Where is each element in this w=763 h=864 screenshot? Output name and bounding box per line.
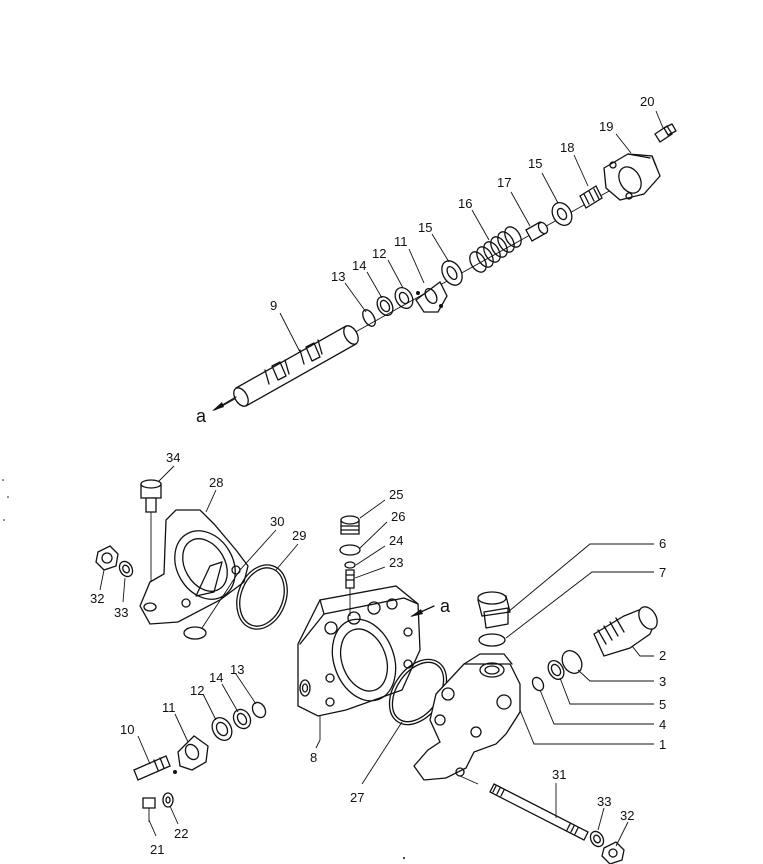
backup-ring-part-14-lower (232, 708, 252, 730)
stopper-part-17 (525, 221, 549, 242)
callout-12-upper: 12 (372, 246, 386, 261)
callout-18: 18 (560, 140, 574, 155)
callout-13-lower: 13 (230, 662, 244, 677)
callout-28: 28 (209, 475, 223, 490)
callout-9: 9 (270, 298, 277, 313)
bolt-part-21 (142, 797, 156, 822)
callout-30: 30 (270, 514, 284, 529)
spring-part-16 (469, 226, 522, 273)
backup-ring-part-14-upper (376, 296, 394, 316)
lower-a-arrow (410, 605, 435, 617)
speck (7, 496, 9, 498)
plate-part-11-upper (415, 281, 448, 313)
callout-33-right: 33 (597, 794, 611, 809)
speck (3, 519, 5, 521)
lower-leader-lines (99, 465, 654, 847)
spring-seat-part-15-left (441, 260, 463, 286)
callout-26: 26 (391, 509, 405, 524)
callout-11-lower: 11 (162, 700, 176, 715)
cover-part-28 (139, 509, 249, 625)
callout-labels: 20 19 18 15 17 16 15 11 12 14 13 9 a 34 … (90, 94, 666, 857)
callout-29: 29 (292, 528, 306, 543)
callout-7: 7 (659, 565, 666, 580)
callout-20: 20 (640, 94, 654, 109)
callout-14-upper: 14 (352, 258, 366, 273)
marker-a-lower: a (440, 596, 451, 616)
callout-2: 2 (659, 648, 666, 663)
pin-part-10 (133, 755, 171, 781)
callout-16: 16 (458, 196, 472, 211)
valve-body-part-8 (297, 585, 421, 740)
seal-part-12-lower (211, 717, 233, 741)
o-ring-part-13-upper (362, 309, 376, 327)
callout-19: 19 (599, 119, 613, 134)
speck (2, 479, 4, 481)
o-ring-part-7 (478, 633, 506, 647)
o-ring-part-26 (339, 544, 361, 556)
callout-15-right: 15 (528, 156, 542, 171)
ring-part-4 (531, 676, 545, 692)
speck (403, 857, 405, 859)
callout-8: 8 (310, 750, 317, 765)
callout-11-upper: 11 (394, 234, 408, 249)
spring-seat-part-15-right (551, 202, 573, 226)
callout-1: 1 (659, 737, 666, 752)
callout-24: 24 (389, 533, 403, 548)
plate-part-11-lower (173, 735, 209, 774)
callout-32-left: 32 (90, 591, 104, 606)
callout-31: 31 (552, 767, 566, 782)
cartridge-part-2 (593, 606, 658, 657)
plug-part-6 (477, 591, 511, 629)
bolt-part-18 (579, 185, 603, 209)
o-ring-part-3 (561, 650, 583, 674)
washer-part-33-left (118, 560, 134, 578)
block-part-1 (413, 653, 521, 785)
plug-part-25 (340, 515, 360, 535)
nut-part-32-left (95, 545, 119, 571)
stud-part-31 (489, 783, 589, 841)
cap-part-19 (603, 153, 661, 201)
upper-a-arrow (212, 396, 237, 411)
callout-33-left: 33 (114, 605, 128, 620)
washer-part-22 (162, 792, 174, 808)
callout-12-lower: 12 (190, 683, 204, 698)
callout-22: 22 (174, 826, 188, 841)
callout-23: 23 (389, 555, 403, 570)
callout-32-right: 32 (620, 808, 634, 823)
marker-a-upper: a (196, 406, 207, 426)
callout-17: 17 (497, 175, 511, 190)
callout-27: 27 (350, 790, 364, 805)
callout-6: 6 (659, 536, 666, 551)
callout-34: 34 (166, 450, 180, 465)
ring-part-5 (547, 660, 565, 680)
o-ring-part-13-lower (251, 701, 267, 719)
callout-13-upper: 13 (331, 269, 345, 284)
callout-14-lower: 14 (209, 670, 223, 685)
spool-part-9 (233, 325, 359, 407)
callout-21: 21 (150, 842, 164, 857)
callout-25: 25 (389, 487, 403, 502)
upper-leader-lines (279, 110, 664, 353)
washer-part-33-right (589, 830, 605, 848)
nut-part-32-right (601, 841, 625, 864)
o-ring-part-29 (236, 564, 288, 630)
callout-10: 10 (120, 722, 134, 737)
seal-part-12-upper (394, 287, 414, 309)
callout-15-left: 15 (418, 220, 432, 235)
o-ring-part-30 (183, 626, 207, 640)
callout-3: 3 (659, 674, 666, 689)
callout-5: 5 (659, 697, 666, 712)
bolt-part-34 (140, 479, 162, 600)
screw-part-20 (654, 123, 677, 143)
screw-part-23 (345, 569, 355, 616)
ring-part-24 (344, 561, 356, 569)
callout-4: 4 (659, 717, 666, 732)
